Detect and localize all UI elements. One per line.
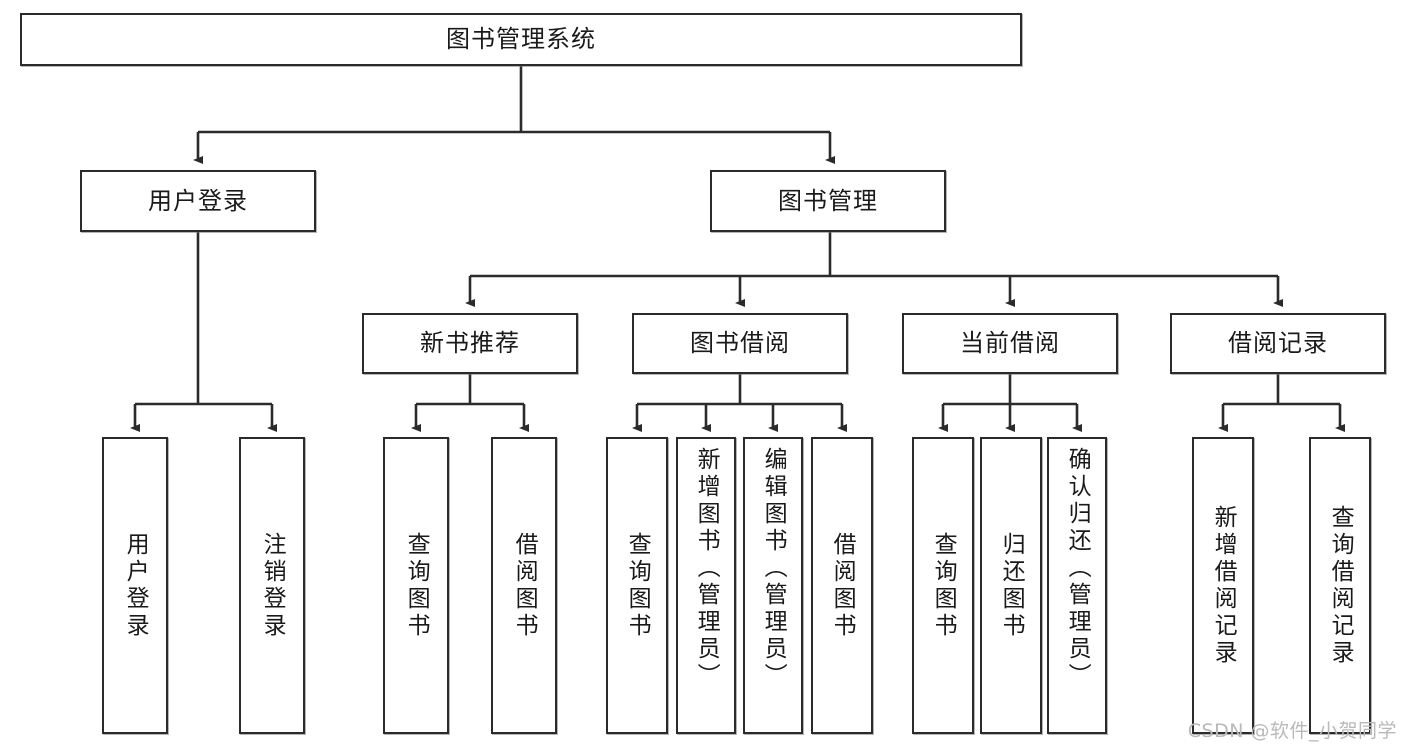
node-leaf-user-login[interactable]: 用户登录 [102, 437, 168, 734]
node-book-borrow-label: 图书借阅 [690, 329, 790, 358]
node-leaf-borrow-book-2-label: 借阅图书 [829, 531, 856, 640]
node-user-login-label: 用户登录 [148, 186, 248, 215]
node-leaf-borrow-book-1[interactable]: 借阅图书 [491, 437, 557, 734]
node-leaf-query-book-3-label: 查询图书 [930, 531, 957, 640]
node-root-label: 图书管理系统 [446, 25, 596, 54]
node-leaf-logout-label: 注销登录 [259, 531, 286, 640]
node-leaf-edit-book-label: 编辑图书（管理员） [760, 447, 787, 690]
node-leaf-borrow-book-2[interactable]: 借阅图书 [811, 437, 873, 734]
node-leaf-borrow-book-1-label: 借阅图书 [511, 531, 538, 640]
node-leaf-add-record[interactable]: 新增借阅记录 [1192, 437, 1254, 734]
node-book-manage-label: 图书管理 [778, 186, 878, 215]
node-leaf-query-book-3[interactable]: 查询图书 [912, 437, 974, 734]
node-current-borrow-label: 当前借阅 [960, 329, 1060, 358]
node-root[interactable]: 图书管理系统 [20, 13, 1022, 66]
node-book-borrow[interactable]: 图书借阅 [632, 313, 848, 374]
node-book-manage[interactable]: 图书管理 [710, 170, 946, 232]
node-leaf-user-login-label: 用户登录 [122, 531, 149, 640]
node-leaf-query-record-label: 查询借阅记录 [1327, 504, 1354, 667]
node-leaf-add-book-label: 新增图书（管理员） [693, 447, 720, 690]
node-user-login[interactable]: 用户登录 [80, 170, 316, 232]
node-leaf-return-book[interactable]: 归还图书 [980, 437, 1042, 734]
node-leaf-query-book-1[interactable]: 查询图书 [383, 437, 449, 734]
node-leaf-query-book-2[interactable]: 查询图书 [606, 437, 668, 734]
node-leaf-logout[interactable]: 注销登录 [239, 437, 305, 734]
node-borrow-record-label: 借阅记录 [1228, 329, 1328, 358]
node-new-book-recommend[interactable]: 新书推荐 [362, 313, 578, 374]
node-leaf-add-record-label: 新增借阅记录 [1210, 504, 1237, 667]
node-leaf-query-book-2-label: 查询图书 [624, 531, 651, 640]
node-borrow-record[interactable]: 借阅记录 [1170, 313, 1386, 374]
node-leaf-query-record[interactable]: 查询借阅记录 [1309, 437, 1371, 734]
watermark: CSDN @软件_小贺同学 [1187, 720, 1397, 742]
node-leaf-query-book-1-label: 查询图书 [403, 531, 430, 640]
node-new-book-recommend-label: 新书推荐 [420, 329, 520, 358]
node-leaf-return-book-label: 归还图书 [998, 531, 1025, 640]
node-leaf-add-book[interactable]: 新增图书（管理员） [676, 437, 736, 734]
node-leaf-edit-book[interactable]: 编辑图书（管理员） [743, 437, 803, 734]
node-leaf-confirm-return[interactable]: 确认归还（管理员） [1047, 437, 1107, 734]
node-leaf-confirm-return-label: 确认归还（管理员） [1064, 447, 1091, 690]
node-current-borrow[interactable]: 当前借阅 [902, 313, 1118, 374]
